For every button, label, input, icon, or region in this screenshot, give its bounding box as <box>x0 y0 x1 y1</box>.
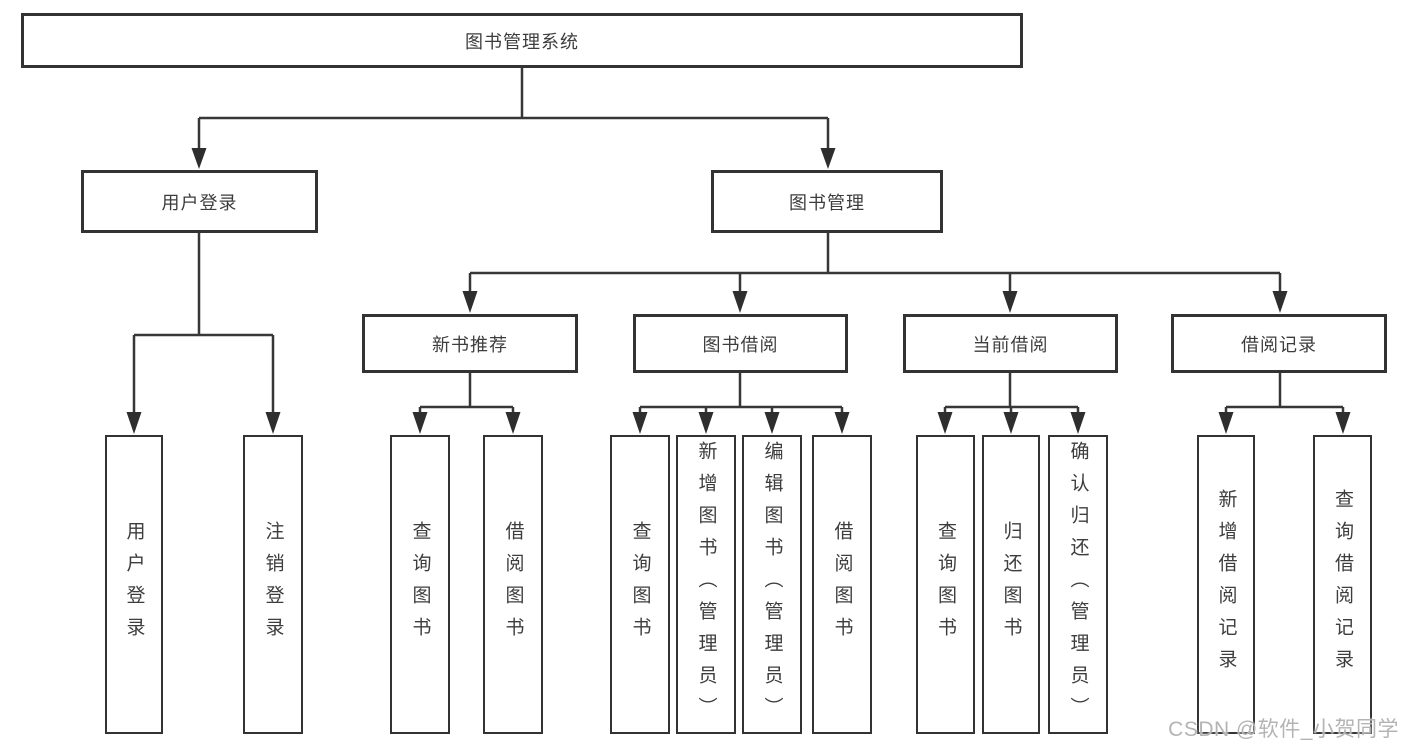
leaf-query-books-borrowing: 查询图书 <box>610 435 670 734</box>
node-borrowing-records: 借阅记录 <box>1171 314 1387 373</box>
node-new-book-recommend: 新书推荐 <box>362 314 578 373</box>
leaf-add-book-admin: 新增图书（管理员） <box>676 435 736 734</box>
node-book-management: 图书管理 <box>711 170 943 233</box>
leaf-add-borrow-record: 新增借阅记录 <box>1197 435 1255 734</box>
leaf-query-borrow-record: 查询借阅记录 <box>1313 435 1372 734</box>
connector-book-management-children <box>462 233 1288 313</box>
leaf-query-books-recommend: 查询图书 <box>390 435 450 734</box>
connector-borrowing-records-children <box>1218 373 1351 434</box>
node-user-login: 用户登录 <box>81 170 318 233</box>
leaf-user-login: 用户登录 <box>105 435 163 734</box>
node-library-management-system: 图书管理系统 <box>21 13 1023 68</box>
leaf-confirm-return-admin: 确认归还（管理员） <box>1048 435 1108 734</box>
connector-current-borrowing-children <box>937 373 1086 434</box>
node-current-borrowing: 当前借阅 <box>903 314 1118 373</box>
leaf-borrow-books-borrowing: 借阅图书 <box>812 435 872 734</box>
connector-new-book-children <box>412 373 521 434</box>
connector-book-borrowing-children <box>632 373 850 434</box>
leaf-logout: 注销登录 <box>243 435 303 734</box>
connector-user-login-children <box>126 233 281 434</box>
connector-root-to-level2 <box>191 68 836 169</box>
leaf-return-book: 归还图书 <box>982 435 1040 734</box>
leaf-edit-book-admin: 编辑图书（管理员） <box>742 435 802 734</box>
leaf-query-books-current: 查询图书 <box>916 435 975 734</box>
node-book-borrowing: 图书借阅 <box>633 314 848 373</box>
leaf-borrow-books-recommend: 借阅图书 <box>483 435 543 734</box>
